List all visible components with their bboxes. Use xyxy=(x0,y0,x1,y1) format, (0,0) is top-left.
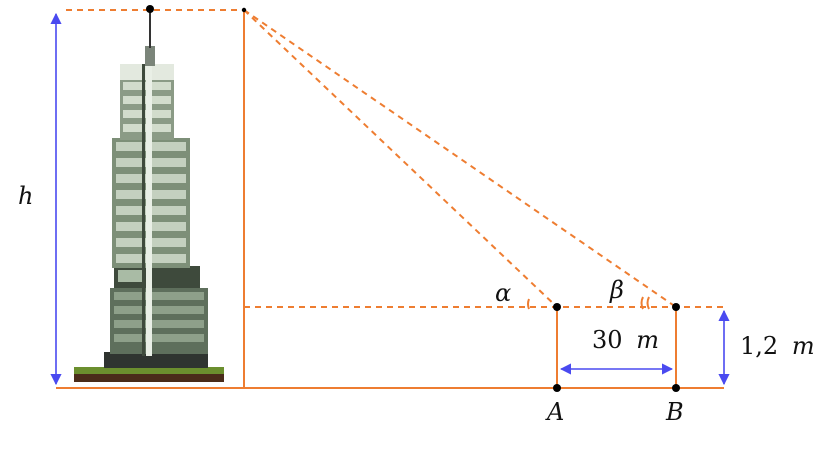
grass-base xyxy=(74,367,224,377)
alpha-label: α xyxy=(495,279,511,307)
distance-value: 30 xyxy=(592,326,623,354)
beta-arc-1 xyxy=(640,296,644,310)
beta-label: β xyxy=(609,276,624,304)
antenna-top-point xyxy=(146,5,154,13)
sight-line-a xyxy=(243,9,558,308)
alpha-arc xyxy=(527,298,530,310)
point-a-label: A xyxy=(545,398,564,426)
distance-unit: m xyxy=(636,326,659,354)
observer-a-eye-point xyxy=(553,303,561,311)
sight-line-b xyxy=(243,9,677,308)
antenna-base xyxy=(145,46,155,66)
point-b-label: B xyxy=(665,398,684,426)
beta-arc-2 xyxy=(646,296,650,310)
distance-label: 30 m xyxy=(592,326,659,354)
point-a xyxy=(553,384,561,392)
top-corner-point xyxy=(241,7,247,13)
tower-spine xyxy=(146,64,152,356)
observer-height-value: 1,2 xyxy=(740,332,778,360)
construction-lines xyxy=(56,9,724,389)
points xyxy=(146,5,680,392)
observer-b-eye-point xyxy=(672,303,680,311)
observer-height-label: 1,2 m xyxy=(740,332,815,360)
antenna xyxy=(149,10,151,48)
skyscraper-illustration xyxy=(74,10,224,382)
point-b xyxy=(672,384,680,392)
soil-base xyxy=(74,374,224,382)
podium xyxy=(104,352,208,368)
height-label: h xyxy=(18,182,33,210)
observer-height-unit: m xyxy=(792,332,815,360)
dimension-arrows xyxy=(50,12,730,386)
